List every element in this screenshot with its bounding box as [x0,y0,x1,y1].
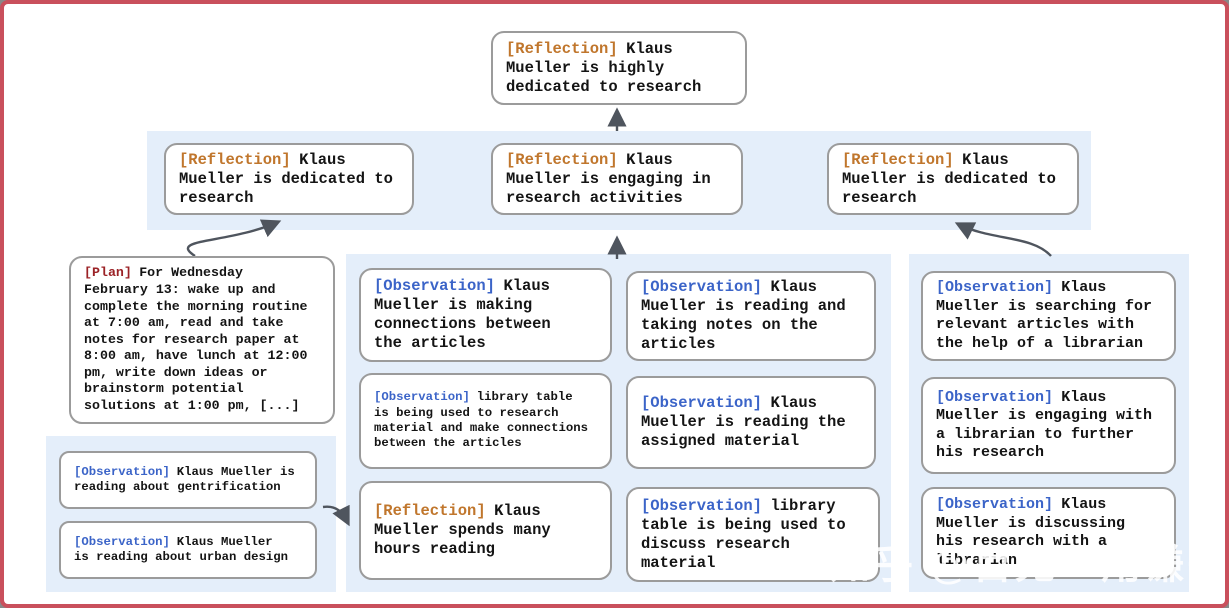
node-text: Klaus Mueller is searching for relevant … [936,279,1153,352]
node-observation-searching-articles: [Observation]Klaus Mueller is searching … [921,271,1176,361]
node-text: Klaus Mueller is engaging with a librari… [936,388,1153,462]
node-text: library table is being used to research … [374,390,589,451]
tag-observation: [Observation] [374,277,495,295]
node-reflection-left: [Reflection]Klaus Mueller is dedicated t… [164,143,414,215]
node-text: Klaus Mueller is dedicated to research [179,150,393,207]
tag-observation: [Observation] [936,496,1054,513]
tag-observation: [Observation] [374,390,470,405]
node-top-reflection: [Reflection]Klaus Mueller is highly dedi… [491,31,747,105]
node-observation-library-research: [Observation]library table is being used… [359,373,612,469]
tag-observation: [Observation] [641,394,762,412]
node-reflection-hours-reading: [Reflection]Klaus Mueller spends many ho… [359,481,612,580]
node-observation-assigned-material: [Observation]Klaus Mueller is reading th… [626,376,876,469]
node-observation-connections: [Observation]Klaus Mueller is making con… [359,268,612,362]
tag-reflection: [Reflection] [842,150,954,169]
node-text: Klaus Mueller is dedicated to research [842,150,1056,207]
tag-observation: [Observation] [74,464,170,479]
node-observation-discussing-librarian: [Observation]Klaus Mueller is discussing… [921,487,1176,579]
node-observation-gentrification: [Observation]Klaus Mueller is reading ab… [59,451,317,509]
node-observation-reading-notes: [Observation]Klaus Mueller is reading an… [626,271,876,361]
node-text: Klaus Mueller is highly dedicated to res… [506,39,702,96]
node-text: For Wednesday February 13: wake up and c… [84,265,308,414]
node-text: Klaus Mueller is discussing his research… [936,496,1126,569]
node-text: Klaus Mueller is reading the assigned ma… [641,394,846,450]
node-text: Klaus Mueller is engaging in research ac… [506,150,711,207]
node-text: Klaus Mueller is reading about gentrific… [74,464,295,494]
node-reflection-right: [Reflection]Klaus Mueller is dedicated t… [827,143,1079,215]
tag-observation: [Observation] [641,278,762,296]
node-text: library table is being used to discuss r… [641,496,846,572]
node-text: Klaus Mueller is reading about urban des… [74,534,289,564]
node-observation-library-discuss: [Observation]library table is being used… [626,487,880,582]
tag-observation: [Observation] [936,388,1054,406]
zhihu-watermark: 知乎 @百无一用谦书生 [830,543,1229,587]
node-plan: [Plan]For Wednesday February 13: wake up… [69,256,335,424]
tag-reflection: [Reflection] [374,502,486,520]
tag-plan: [Plan] [84,265,132,281]
node-text: Klaus Mueller is reading and taking note… [641,278,846,353]
node-text: Klaus Mueller spends many hours reading [374,502,551,558]
node-text: Klaus Mueller is making connections betw… [374,277,551,352]
tag-reflection: [Reflection] [506,150,618,169]
node-observation-engaging-librarian: [Observation]Klaus Mueller is engaging w… [921,377,1176,474]
tag-observation: [Observation] [936,279,1054,296]
node-observation-urban-design: [Observation]Klaus Mueller is reading ab… [59,521,317,579]
tag-reflection: [Reflection] [506,39,618,58]
tag-observation: [Observation] [641,496,762,515]
node-reflection-middle: [Reflection]Klaus Mueller is engaging in… [491,143,743,215]
tag-observation: [Observation] [74,534,170,549]
tag-reflection: [Reflection] [179,150,291,169]
